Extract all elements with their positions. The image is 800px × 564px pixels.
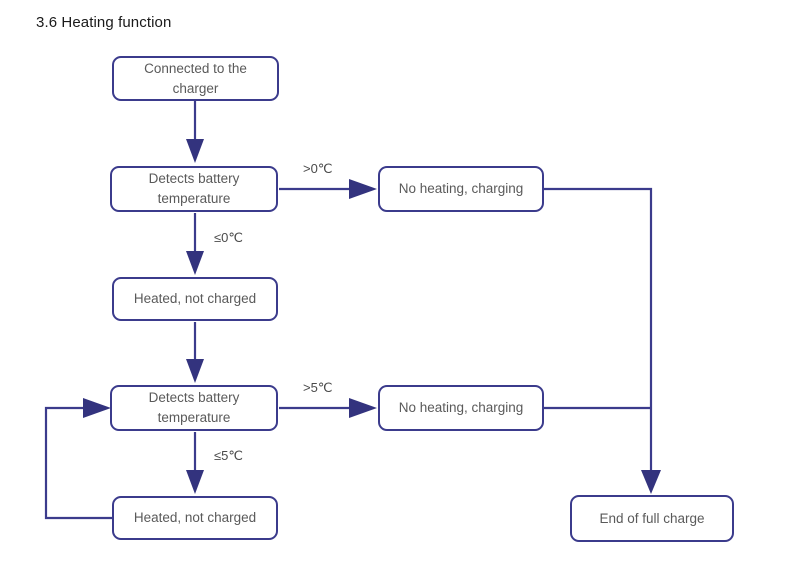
edge-label-greater-than-0c: >0℃ (303, 161, 333, 176)
node-label: Connected to the charger (144, 60, 247, 96)
node-label: Detects battery temperature (148, 390, 240, 425)
node-end-of-full-charge[interactable]: End of full charge (570, 495, 734, 542)
node-no-heating-charging-2[interactable]: No heating, charging (378, 385, 544, 431)
node-label: Heated, not charged (133, 510, 257, 526)
node-no-heating-charging-1[interactable]: No heating, charging (378, 166, 544, 212)
edge-label-greater-than-5c: >5℃ (303, 380, 333, 395)
edge-heat1-to-detect2 (186, 322, 204, 383)
edge-label-less-equal-5c: ≤5℃ (214, 448, 243, 463)
edge-heat2-loop-to-detect2 (44, 398, 112, 520)
node-label: Detects battery temperature (148, 171, 240, 206)
page-title: 3.6 Heating function (36, 14, 172, 31)
edge-connected-to-detect1 (186, 101, 204, 163)
edge-detect1-to-nohot1 (279, 179, 377, 199)
edge-detect2-to-nohot2 (279, 398, 377, 418)
node-heated-not-charged-2[interactable]: Heated, not charged (112, 496, 278, 540)
node-heated-not-charged-1[interactable]: Heated, not charged (112, 277, 278, 321)
edge-label-less-equal-0c: ≤0℃ (214, 230, 243, 245)
node-label: Heated, not charged (133, 291, 257, 307)
node-label: No heating, charging (398, 181, 524, 197)
node-label: End of full charge (599, 510, 705, 526)
node-connected-to-the-charger[interactable]: Connected to the charger (112, 56, 279, 101)
node-detects-battery-temperature-2[interactable]: Detects battery temperature (110, 385, 278, 431)
edge-detect2-to-heat2 (186, 432, 204, 494)
edge-nohot1-to-endfull (544, 187, 661, 494)
node-detects-battery-temperature-1[interactable]: Detects battery temperature (110, 166, 278, 212)
node-label: No heating, charging (398, 400, 524, 416)
edge-detect1-to-heat1 (186, 213, 204, 275)
